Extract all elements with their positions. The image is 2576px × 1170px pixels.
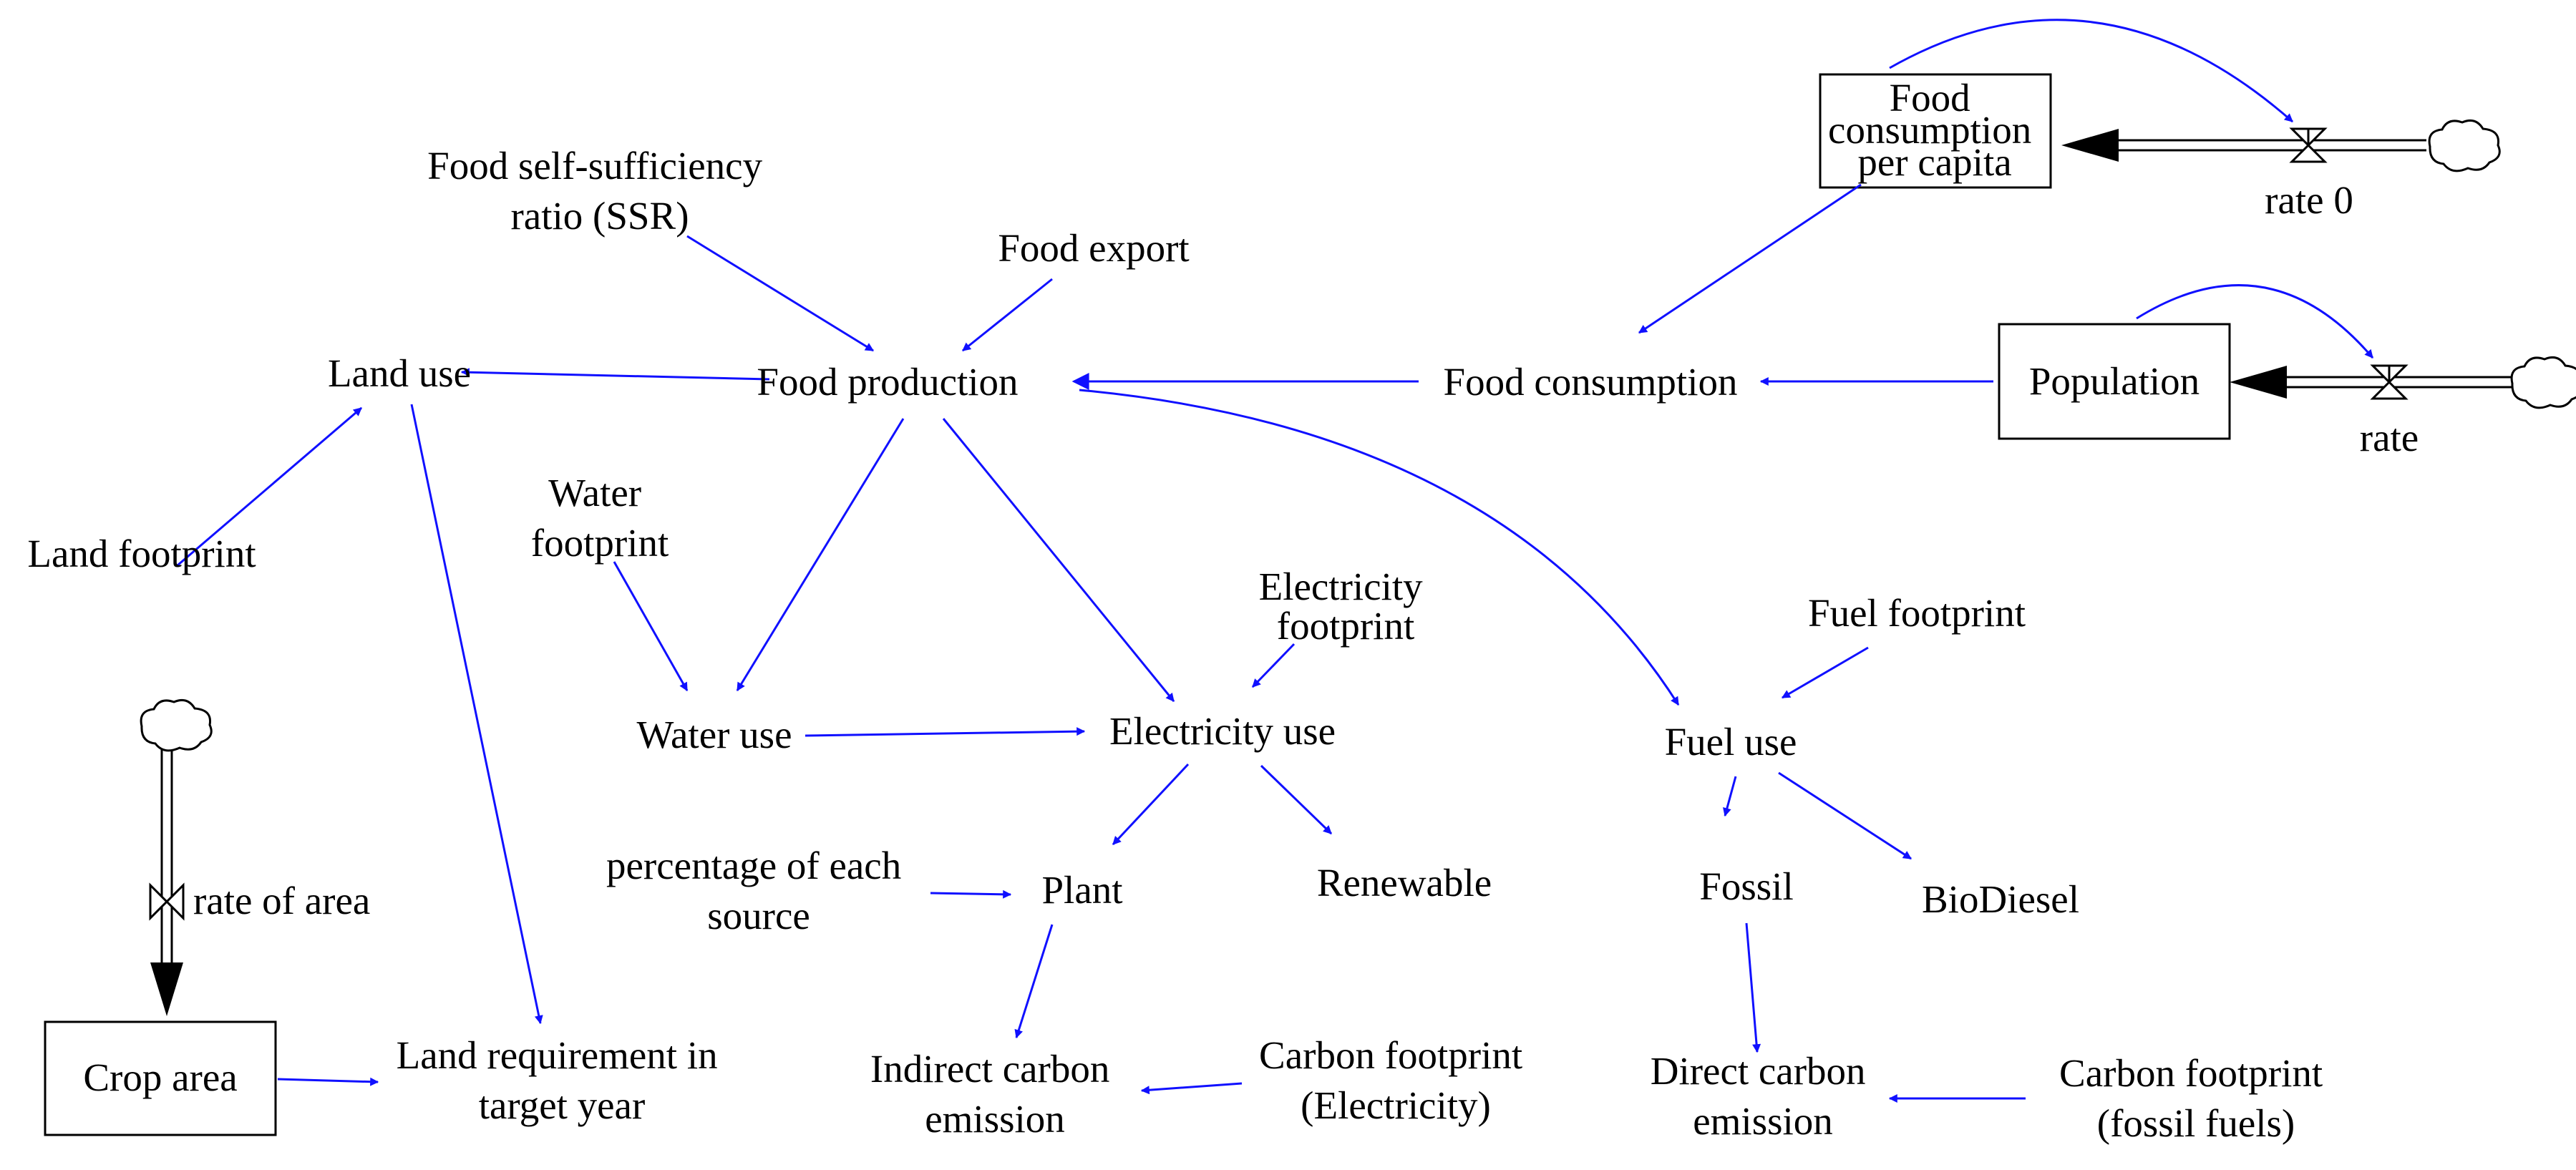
food-ssr-label: Food self-sufficiency ratio (SSR) bbox=[427, 144, 772, 238]
cloud-source-icon bbox=[2510, 356, 2576, 409]
land-requirement-label: Land requirement in target year bbox=[397, 1033, 728, 1127]
fossil-label: Fossil bbox=[1699, 864, 1793, 908]
stock-food-consumption-per-capita-label: Food consumption per capita bbox=[1828, 76, 2041, 184]
electricity-use-label: Electricity use bbox=[1109, 709, 1336, 753]
flow-rate-label: rate bbox=[2360, 416, 2419, 459]
stock-population[interactable] bbox=[1998, 323, 2231, 440]
valve-rate-icon[interactable] bbox=[2370, 364, 2409, 400]
cloud-source-icon bbox=[2428, 120, 2501, 172]
carbon-footprint-fossil-label: Carbon footprint (fossil fuels) bbox=[2059, 1051, 2333, 1145]
flow-pipe-rate-of-area bbox=[150, 744, 183, 1016]
stock-population-label: Population bbox=[2029, 359, 2200, 403]
indirect-carbon-emission-label: Indirect carbon emission bbox=[870, 1047, 1119, 1141]
land-use-label: Land use bbox=[328, 351, 471, 395]
flow-arrowhead bbox=[2230, 366, 2287, 399]
land-footprint-label: Land footprint bbox=[27, 532, 256, 575]
flow-arrowhead bbox=[2061, 129, 2119, 162]
stock-crop-area-label: Crop area bbox=[83, 1056, 237, 1099]
water-use-label: Water use bbox=[637, 713, 792, 756]
biodiesel-label: BioDiesel bbox=[1922, 877, 2079, 921]
valve-rate-of-area-icon[interactable] bbox=[149, 882, 185, 921]
water-footprint-label: Water footprint bbox=[531, 471, 669, 565]
food-consumption-label: Food consumption bbox=[1444, 360, 1738, 404]
flow-rate-of-area-label: rate of area bbox=[193, 879, 370, 922]
carbon-footprint-electricity-label: Carbon footprint (Electricity) bbox=[1259, 1033, 1532, 1127]
flow-pipe-rate bbox=[2230, 366, 2512, 399]
plant-label: Plant bbox=[1041, 868, 1122, 912]
valve-rate-0-icon[interactable] bbox=[2289, 127, 2328, 163]
stock-food-consumption-per-capita[interactable] bbox=[1819, 73, 2052, 189]
food-production-label: Food production bbox=[757, 360, 1018, 404]
flow-pipe-rate-0 bbox=[2061, 129, 2426, 162]
food-export-label: Food export bbox=[998, 226, 1189, 270]
electricity-footprint-label: Electricity footprint bbox=[1259, 565, 1433, 648]
fuel-footprint-label: Fuel footprint bbox=[1808, 591, 2026, 635]
percentage-each-source-label: percentage of each source bbox=[606, 844, 911, 937]
cloud-source-icon bbox=[140, 699, 213, 752]
flow-rate-0-label: rate 0 bbox=[2265, 178, 2353, 222]
stock-crop-area[interactable] bbox=[44, 1020, 277, 1136]
causal-links bbox=[177, 19, 2374, 1103]
direct-carbon-emission-label: Direct carbon emission bbox=[1651, 1049, 1876, 1143]
flow-arrowhead bbox=[150, 962, 183, 1016]
renewable-label: Renewable bbox=[1317, 861, 1492, 905]
fuel-use-label: Fuel use bbox=[1665, 720, 1797, 764]
